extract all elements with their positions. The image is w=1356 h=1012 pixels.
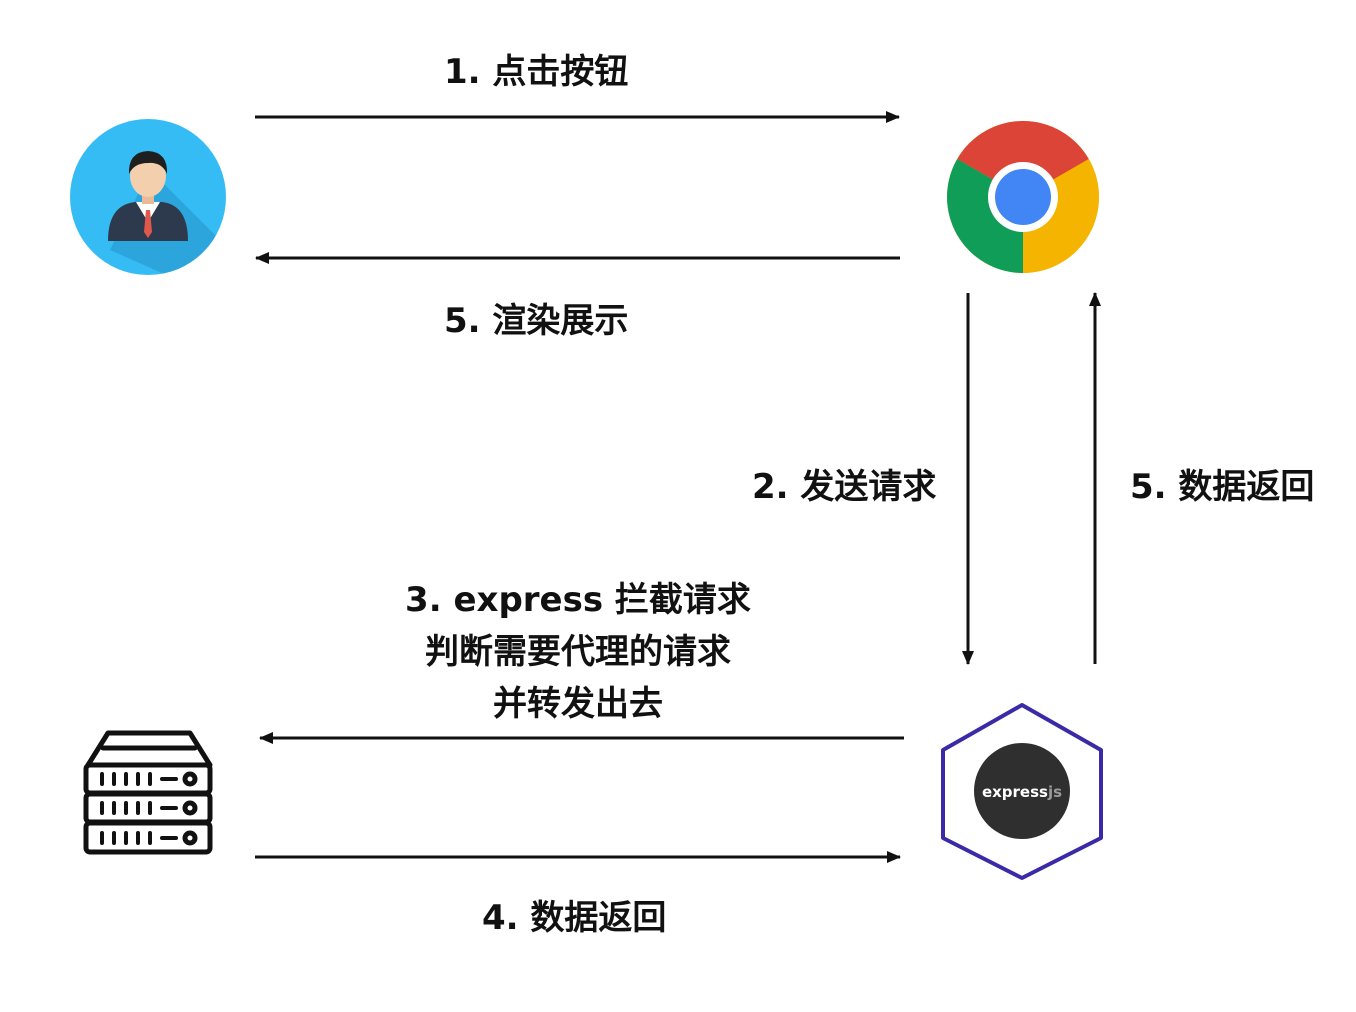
express-logo-text: express <box>982 783 1048 801</box>
step-render-label: 5. 渲染展示 <box>444 301 629 341</box>
expressjs-logo-icon: expressjs <box>941 703 1103 880</box>
step-proxy-line-1: 3. express 拦截请求 <box>405 580 751 620</box>
user-avatar-icon <box>70 119 226 275</box>
chrome-icon <box>947 121 1099 273</box>
express-logo-suffix: js <box>1047 783 1062 801</box>
svg-text:expressjs: expressjs <box>982 783 1062 801</box>
step-proxy-line-2: 判断需要代理的请求 <box>425 632 731 672</box>
server-rack-icon <box>83 730 213 855</box>
step-click-label: 1. 点击按钮 <box>444 52 629 92</box>
step-proxy-line-3: 并转发出去 <box>493 684 663 724</box>
step-proxy-label: 3. express 拦截请求 判断需要代理的请求 并转发出去 <box>380 574 776 730</box>
step-data-return-browser-label: 5. 数据返回 <box>1130 467 1315 507</box>
step-send-request-label: 2. 发送请求 <box>752 467 937 507</box>
step-data-return-server-label: 4. 数据返回 <box>482 898 667 938</box>
